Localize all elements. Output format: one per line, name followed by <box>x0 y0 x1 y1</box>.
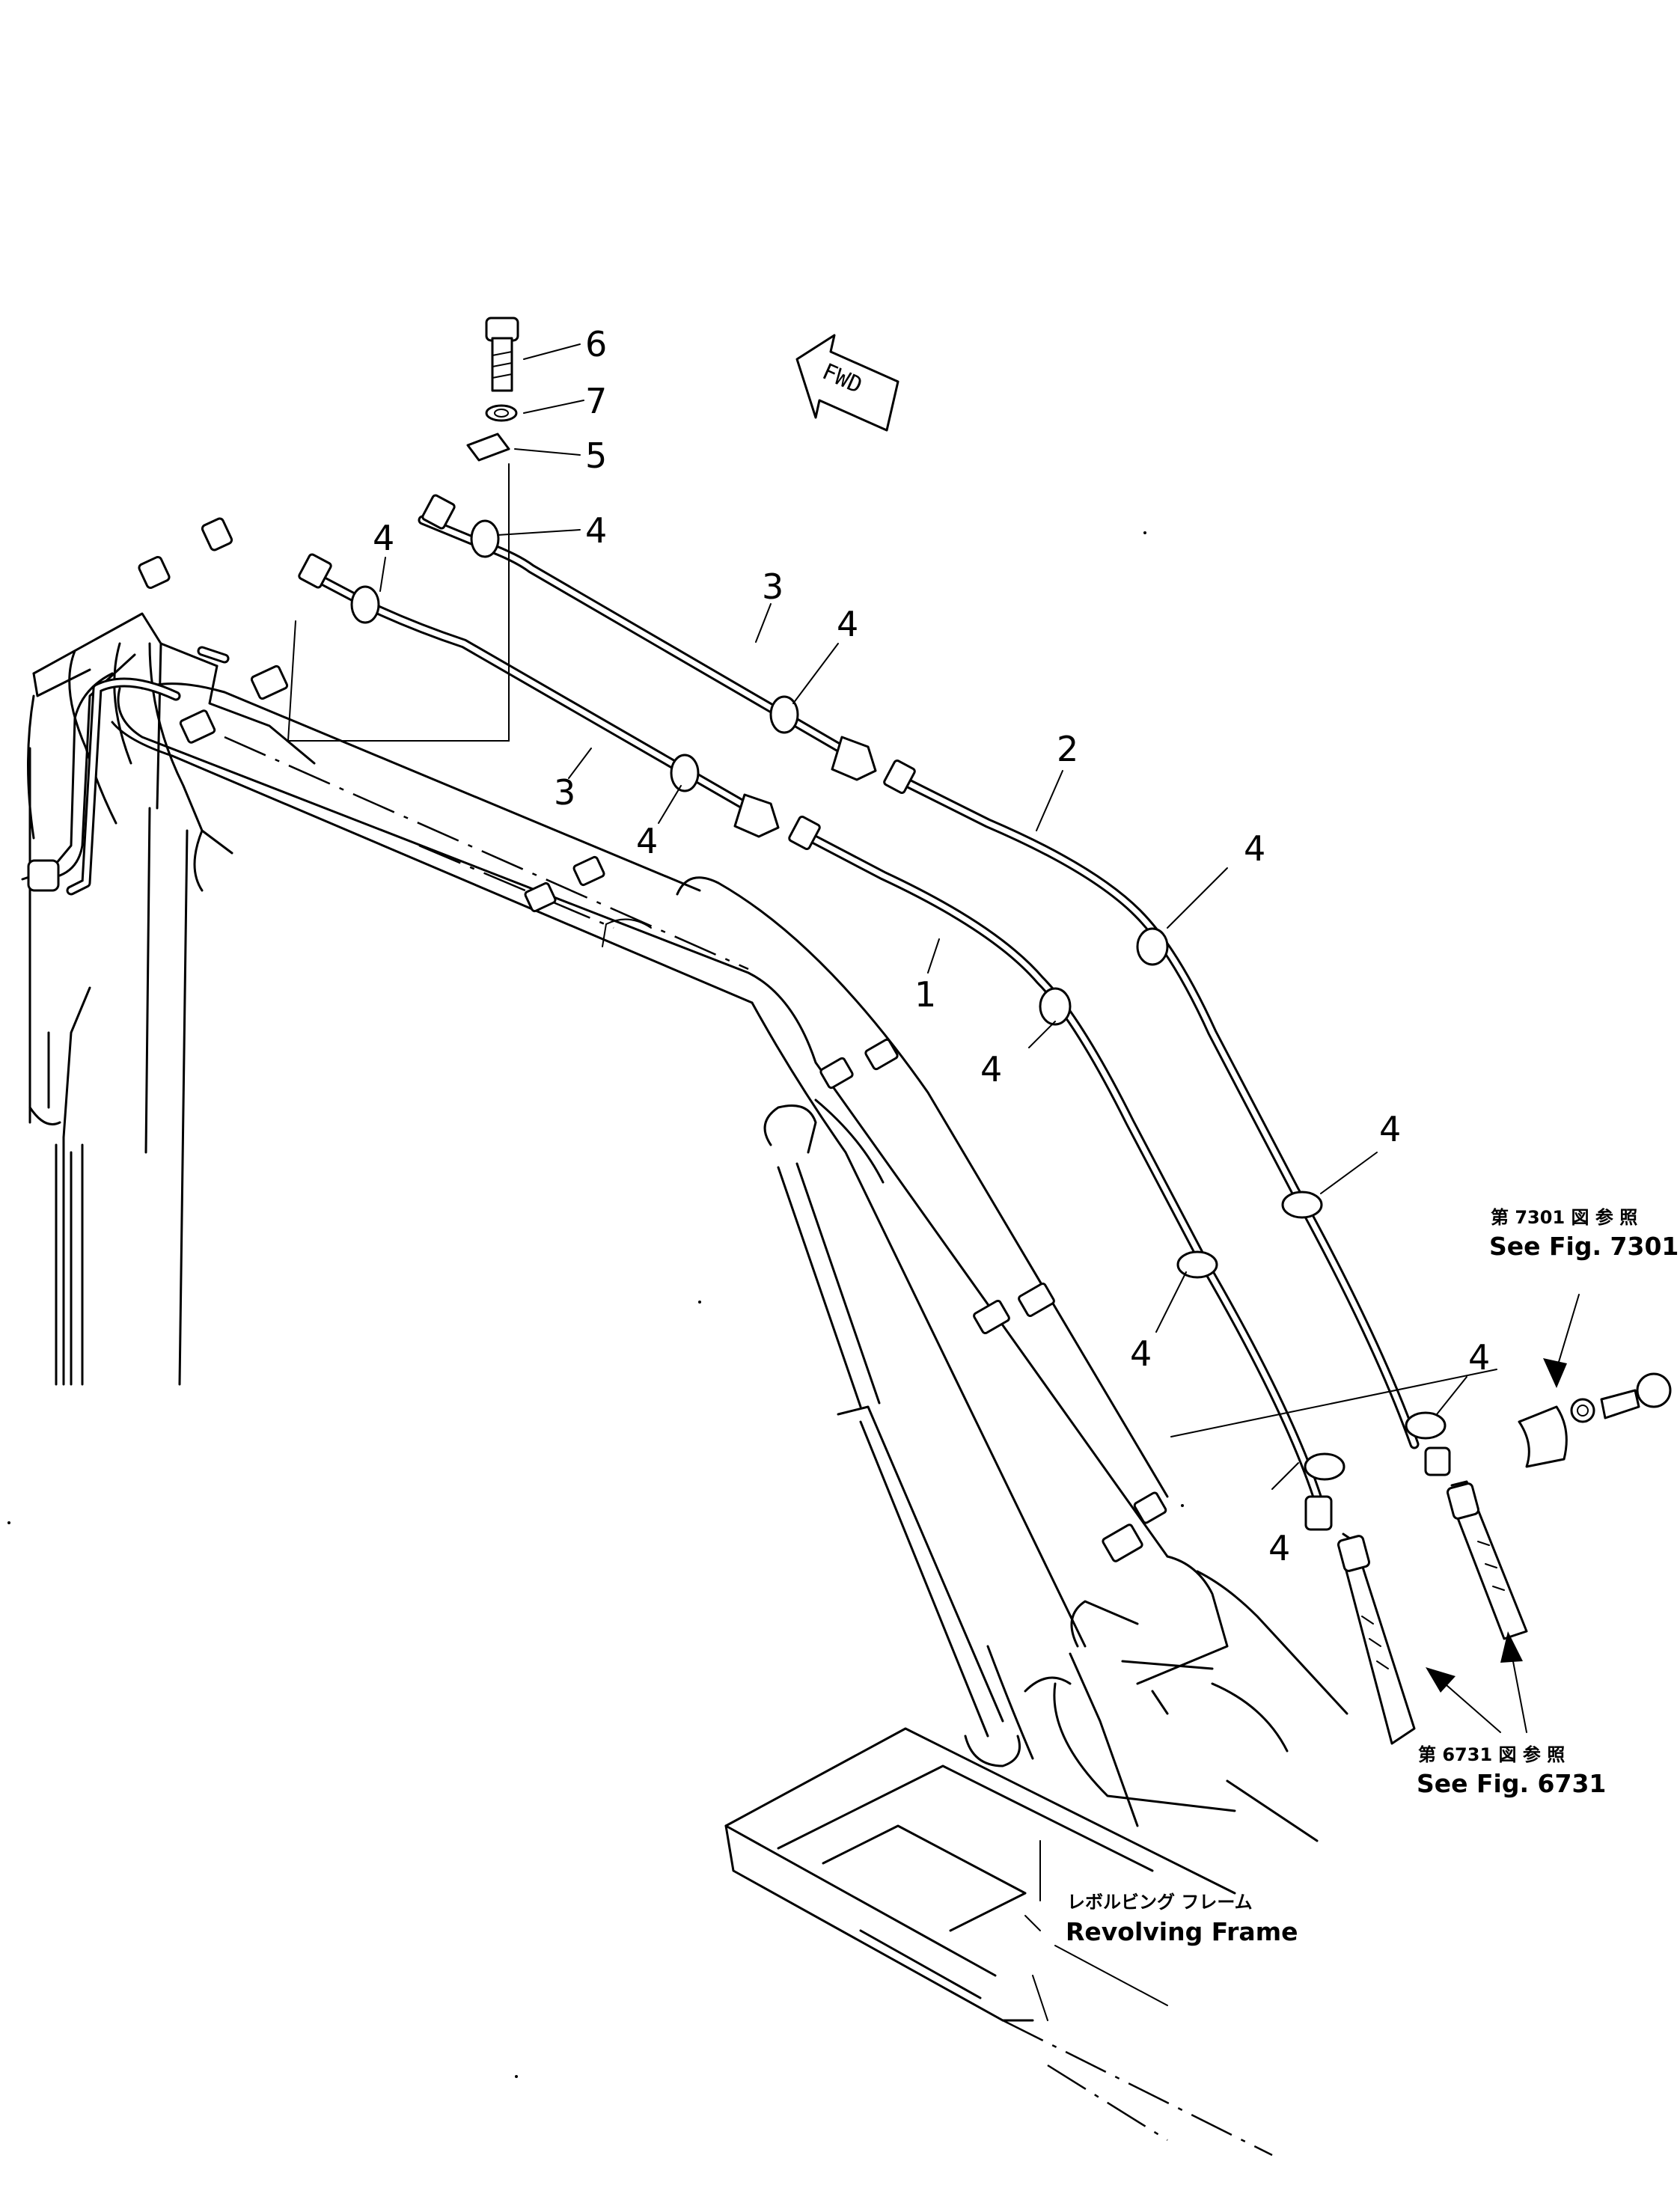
callout-6: 6 <box>585 324 607 364</box>
leader-lines <box>379 343 1580 1733</box>
callout-5: 5 <box>585 436 607 476</box>
ref-7301-en: See Fig. 7301 <box>1489 1232 1679 1261</box>
callout-3-b: 3 <box>554 772 575 813</box>
callout-4-d: 4 <box>636 821 658 861</box>
callout-4-h: 4 <box>1130 1333 1152 1374</box>
callout-numbers: 6 7 5 4 4 3 4 3 4 2 4 1 4 4 4 4 4 <box>373 324 1490 1568</box>
callout-4-g: 4 <box>1379 1109 1401 1149</box>
fwd-direction-arrow: FWD <box>795 334 899 432</box>
callout-3-a: 3 <box>762 566 784 607</box>
upper-left-pipes <box>27 517 233 896</box>
hoses <box>1337 1480 1528 1745</box>
callout-4-c: 4 <box>837 604 858 644</box>
boom-top-bracket <box>21 612 316 892</box>
frame-label-en: Revolving Frame <box>1066 1917 1298 1946</box>
top-fixing-parts <box>287 317 519 742</box>
stray-marks <box>7 531 1184 2078</box>
reference-labels: 第 7301 図 参 照 See Fig. 7301 第 6731 図 参 照 … <box>1066 1207 1679 1946</box>
callout-7: 7 <box>585 381 607 421</box>
arm-cylinder <box>28 747 189 1386</box>
pipe-3-upper <box>298 494 877 838</box>
elbow-fitting-and-bolt <box>1518 1372 1672 1468</box>
boom-body <box>111 682 1348 1842</box>
callout-4-f: 4 <box>980 1049 1002 1090</box>
callout-4-b: 4 <box>373 518 394 558</box>
callout-4-j: 4 <box>1268 1528 1290 1568</box>
frame-label-jp: レボルビング フレーム <box>1067 1892 1253 1913</box>
pipe-clamps <box>350 519 1447 1481</box>
boom-clamps <box>179 664 1167 1562</box>
ref-7301-jp: 第 7301 図 参 照 <box>1491 1207 1637 1228</box>
callout-4-a: 4 <box>585 510 607 551</box>
callout-4-e: 4 <box>1244 828 1265 869</box>
ref-6731-en: See Fig. 6731 <box>1417 1769 1606 1798</box>
boom-cylinder <box>763 1104 1021 1767</box>
callout-1: 1 <box>914 974 936 1015</box>
callout-4-i: 4 <box>1468 1337 1490 1378</box>
revolving-frame <box>724 1727 1273 2157</box>
pipe-1-and-2 <box>788 759 1451 1531</box>
ref-6731-jp: 第 6731 図 参 照 <box>1418 1744 1565 1765</box>
callout-2: 2 <box>1057 729 1078 769</box>
